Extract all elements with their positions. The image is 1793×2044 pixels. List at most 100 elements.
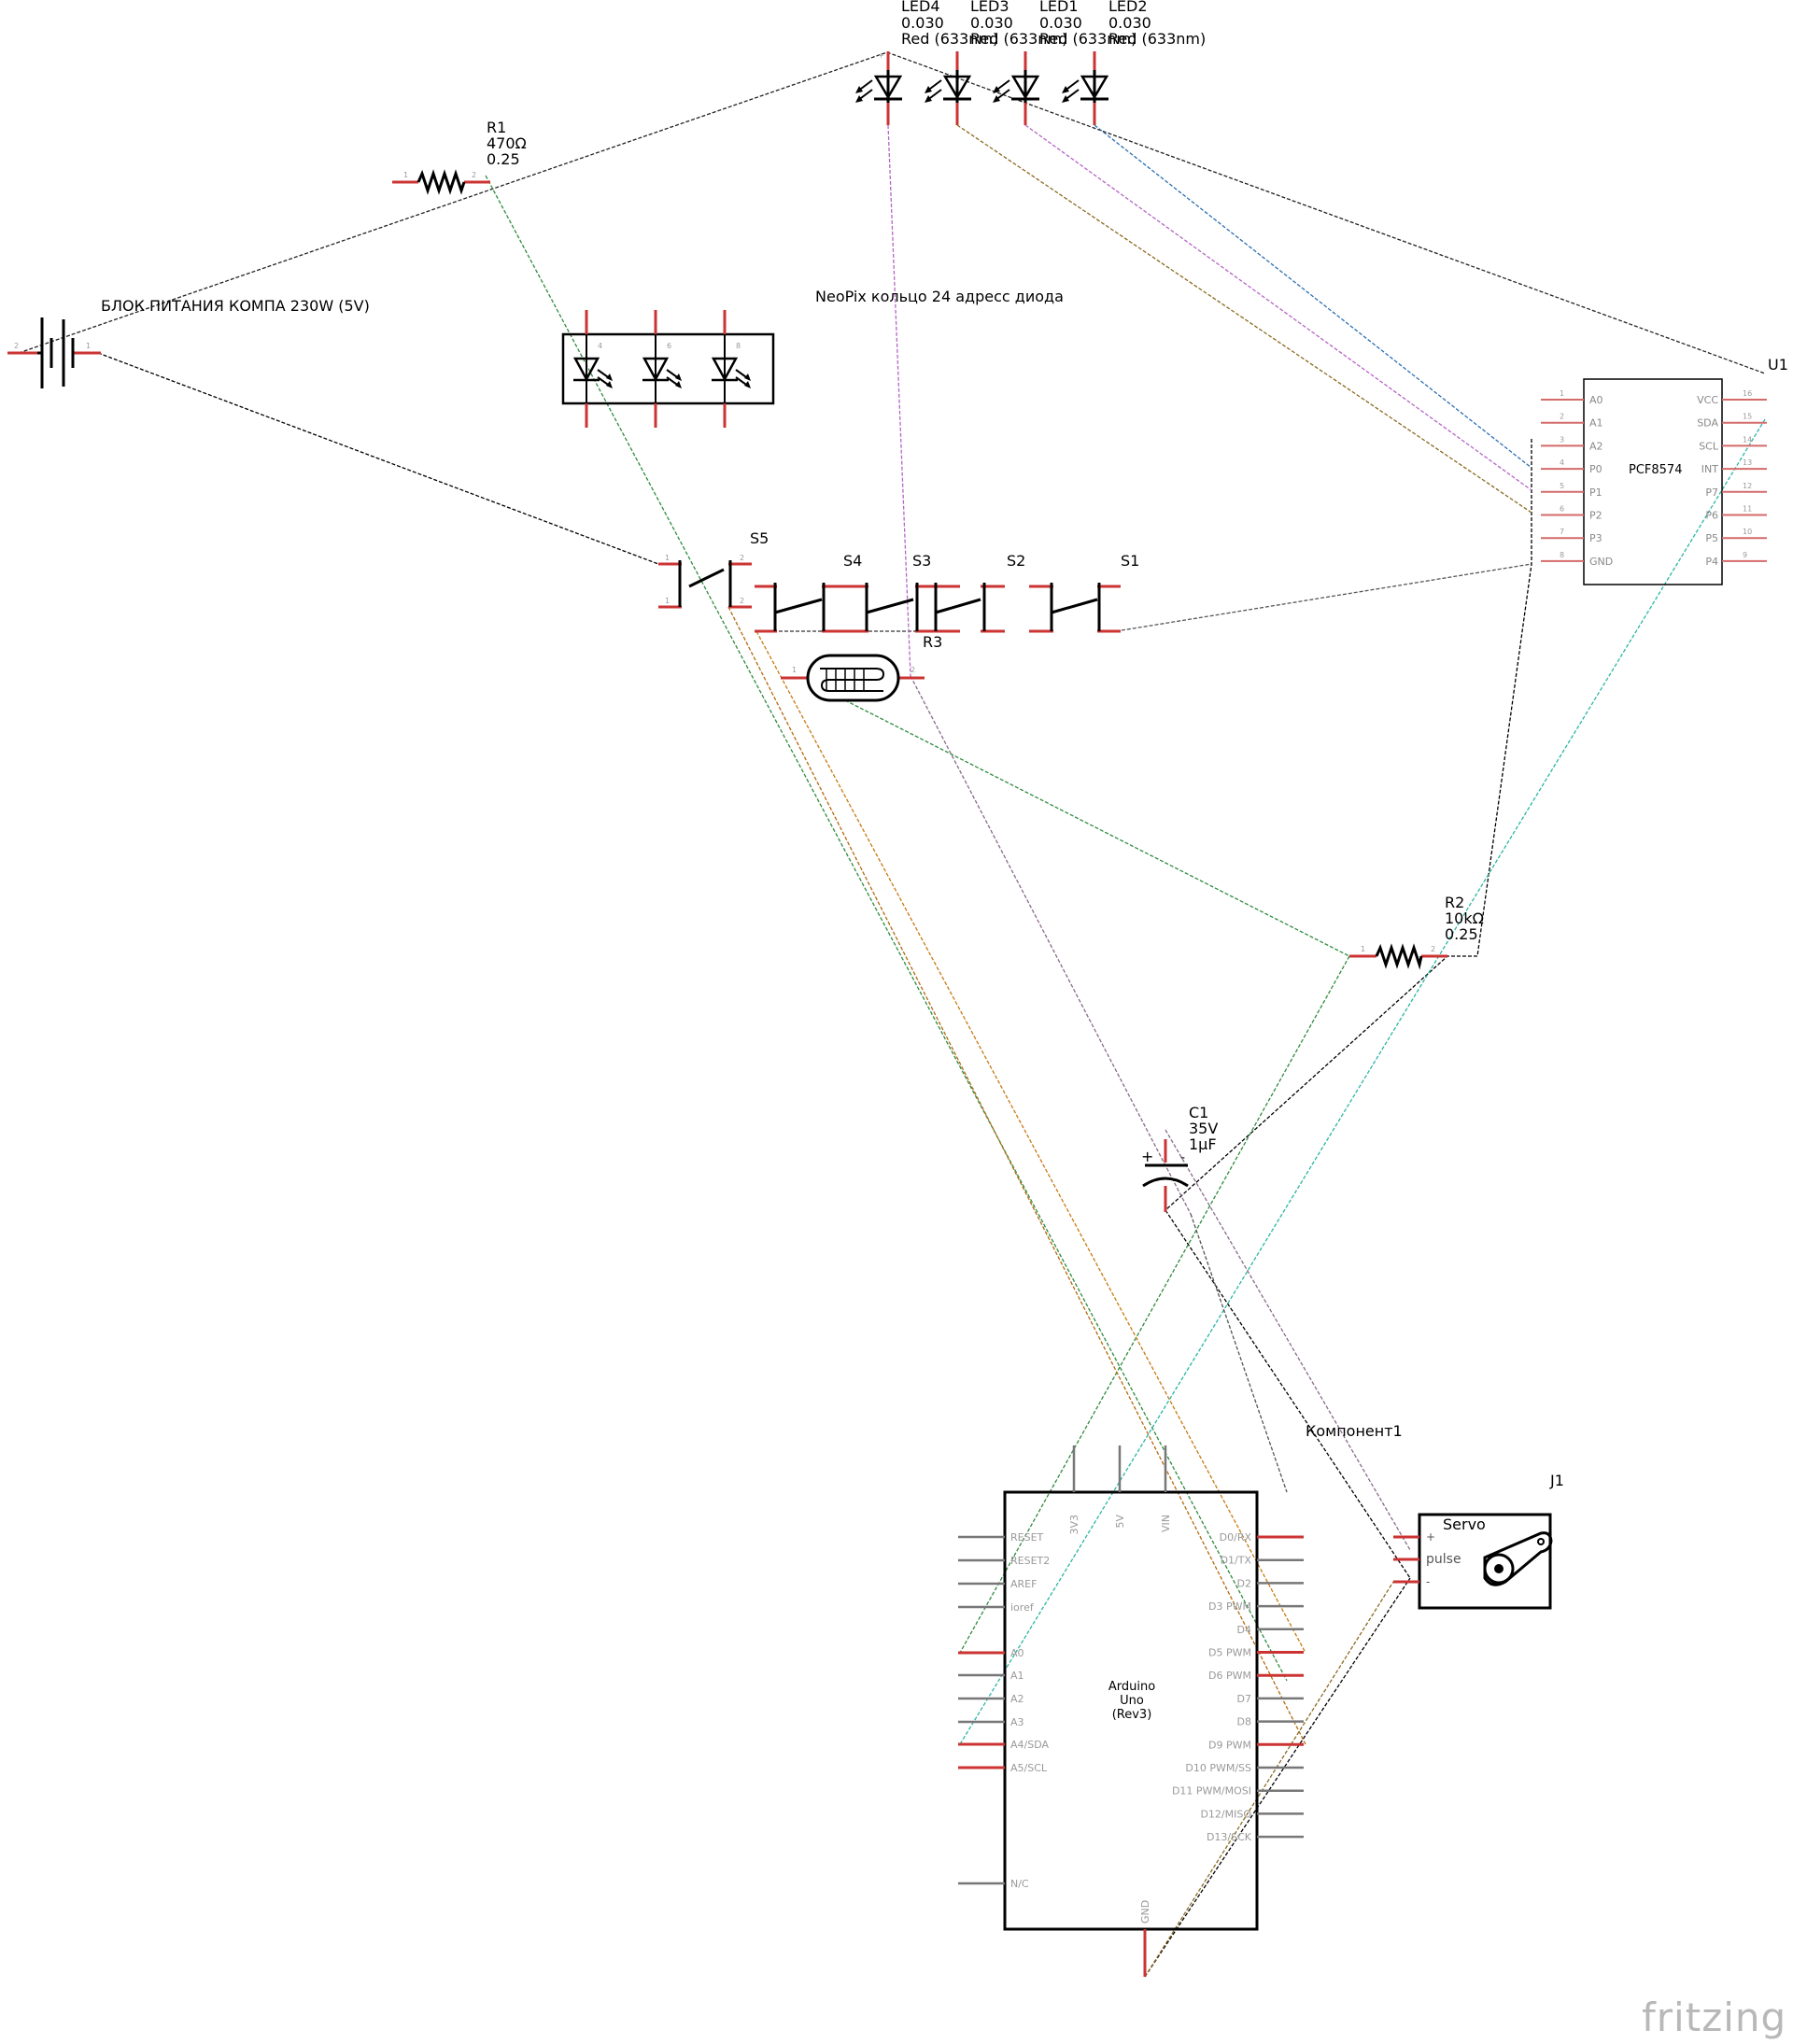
psu-label: БЛОК ПИТАНИЯ КОМПА 230W (5V) xyxy=(101,297,370,315)
switch-s1-label: S1 xyxy=(1121,552,1139,570)
servo-horn-icon xyxy=(1483,1531,1553,1586)
u1-pin-number: 15 xyxy=(1743,413,1752,421)
switch-s4[interactable]: S4 xyxy=(755,552,862,633)
servo-pin-plus: + xyxy=(1426,1530,1435,1544)
u1-pin-label: GND xyxy=(1589,556,1613,568)
u1-pin-label: SDA xyxy=(1697,417,1718,430)
arduino-pin-label: D3 PWM xyxy=(1208,1600,1251,1613)
u1-pin-label: P4 xyxy=(1705,556,1718,568)
resistor-r2[interactable]: 1 2 R2 10kΩ 0.25 xyxy=(1349,894,1484,970)
servo-pin-minus: - xyxy=(1426,1575,1430,1588)
led-bank: + LED4 0.030 Red (633nm) LED3 0.030 Red … xyxy=(855,0,1206,127)
wire-r1-d6[interactable] xyxy=(485,175,1288,1682)
u1-pin-number: 6 xyxy=(1560,505,1564,514)
wire-psu-s5[interactable] xyxy=(97,352,659,565)
svg-text:2: 2 xyxy=(14,342,19,350)
led-diode-led1[interactable] xyxy=(991,49,1041,127)
switch-s4-label: S4 xyxy=(843,552,862,570)
u1-pin-label: P1 xyxy=(1589,486,1602,499)
wire-c1-servo-plus[interactable] xyxy=(1165,1129,1411,1551)
c1-name: C1 xyxy=(1189,1104,1208,1121)
led2-color: Red (633nm) xyxy=(1108,30,1206,48)
resistor-r1[interactable]: 1 2 R1 470Ω 0.25 xyxy=(392,119,527,195)
wire-c1-vin[interactable] xyxy=(1190,1213,1288,1493)
svg-text:1: 1 xyxy=(403,171,408,179)
led1-color: Red (633nm) xyxy=(1039,30,1137,48)
r1-name: R1 xyxy=(487,119,506,136)
u1-pin-number: 4 xyxy=(1560,458,1564,467)
ic-u1-pcf8574[interactable]: 1A02A13A24P05P16P27P38GND16VCC15SDA14SCL… xyxy=(1541,356,1788,585)
svg-text:6: 6 xyxy=(667,342,671,350)
led2-name: LED2 xyxy=(1108,0,1148,15)
arduino-pin-label: D0/RX xyxy=(1220,1531,1252,1544)
arduino-title-1: Arduino xyxy=(1108,1680,1155,1694)
arduino-pin-label: ioref xyxy=(1010,1601,1035,1614)
svg-text:1: 1 xyxy=(86,342,91,350)
switch-s5[interactable]: 1 1 2 2 S5 xyxy=(658,529,769,609)
u1-pin-number: 12 xyxy=(1743,482,1752,490)
arduino-pin-label: N/C xyxy=(1010,1878,1029,1890)
wire-r3-r2[interactable] xyxy=(844,699,1350,957)
wires xyxy=(18,51,1766,1978)
u1-pin-number: 1 xyxy=(1560,389,1564,398)
arduino-pin-label: A2 xyxy=(1010,1693,1024,1705)
wire-sda-a4[interactable] xyxy=(959,418,1766,1745)
wire-gnd-r2[interactable] xyxy=(1165,439,1532,1211)
svg-text:4: 4 xyxy=(598,342,602,350)
u1-pin-label: A0 xyxy=(1589,394,1603,406)
fritzing-logo: fritzing xyxy=(1642,1995,1786,2040)
u1-pin-number: 11 xyxy=(1743,505,1752,514)
arduino-pin-label: D9 PWM xyxy=(1208,1739,1251,1751)
servo-j1[interactable]: + pulse - Servo J1 xyxy=(1393,1472,1564,1610)
arduino-pin-label: A1 xyxy=(1010,1670,1024,1682)
wire-s1-gnd[interactable] xyxy=(1115,563,1532,632)
svg-text:1: 1 xyxy=(665,554,670,562)
switch-s2[interactable]: S2 xyxy=(934,552,1025,633)
led-diode-led3[interactable] xyxy=(923,49,973,127)
arduino-pin-label: D11 PWM/MOSI xyxy=(1172,1785,1251,1797)
r2-value: 10kΩ xyxy=(1445,909,1484,927)
power-supply[interactable]: 2 1 БЛОК ПИТАНИЯ КОМПА 230W (5V) xyxy=(7,297,370,388)
wire-r3-c1[interactable] xyxy=(910,675,1192,1215)
u1-pin-number: 3 xyxy=(1560,435,1564,444)
u1-pin-label: P7 xyxy=(1705,486,1718,499)
servo-label: Servo xyxy=(1443,1515,1486,1533)
wire-led2-p0[interactable] xyxy=(1094,124,1532,469)
u1-pin-label: A2 xyxy=(1589,440,1603,452)
photoresistor-r3[interactable]: 1 2 R3 xyxy=(781,633,942,702)
arduino-title-3: (Rev3) xyxy=(1112,1708,1152,1722)
r1-power: 0.25 xyxy=(487,150,520,168)
wire-d9-servo[interactable] xyxy=(1144,1581,1394,1978)
wire-led4-r3[interactable] xyxy=(887,124,911,677)
arduino-uno[interactable]: RESETRESET2AREFiorefA0A1A2A3A4/SDAA5/SCL… xyxy=(958,1445,1304,1977)
capacitor-c1[interactable]: + - C1 35V 1µF xyxy=(1141,1104,1218,1212)
wire-r2-a0[interactable] xyxy=(959,955,1350,1654)
wire-gnd-servo[interactable] xyxy=(1144,1577,1411,1978)
wire-led1-p1[interactable] xyxy=(1024,124,1532,491)
arduino-pin-label: AREF xyxy=(1010,1578,1037,1590)
arduino-pin-label: A5/SCL xyxy=(1010,1762,1048,1774)
switch-s3[interactable]: S3 xyxy=(845,552,939,633)
u1-pin-label: A1 xyxy=(1589,417,1603,430)
servo-ref: J1 xyxy=(1549,1472,1564,1489)
led1-name: LED1 xyxy=(1039,0,1079,15)
arduino-pin-label: D10 PWM/SS xyxy=(1185,1762,1251,1774)
wire-c1-servo[interactable] xyxy=(1165,1209,1411,1579)
arduino-pin-label: VIN xyxy=(1160,1515,1172,1532)
svg-text:-: - xyxy=(1180,1150,1185,1165)
neopixel-label: NeoPix кольцо 24 адресс диода xyxy=(815,288,1064,305)
neopixel-ring[interactable]: 4 6 8 NeoPix кольцо 24 адресс диода xyxy=(561,288,1064,430)
wire-s5-d5[interactable] xyxy=(755,630,1306,1654)
svg-text:2: 2 xyxy=(911,666,915,674)
wire-led3-p2[interactable] xyxy=(956,124,1532,514)
led2-value: 0.030 xyxy=(1108,14,1151,32)
led-diode-led2[interactable] xyxy=(1060,49,1110,127)
svg-text:2: 2 xyxy=(1431,945,1435,953)
switch-s1[interactable]: S1 xyxy=(1029,552,1139,633)
led4-color: Red (633nm) xyxy=(901,30,998,48)
wire-s5-d9[interactable] xyxy=(727,606,1306,1745)
u1-pin-number: 13 xyxy=(1743,458,1752,467)
servo-pin-pulse: pulse xyxy=(1426,1552,1461,1567)
wire-psu-vcc[interactable] xyxy=(18,51,1766,374)
switch-s2-label: S2 xyxy=(1007,552,1025,570)
